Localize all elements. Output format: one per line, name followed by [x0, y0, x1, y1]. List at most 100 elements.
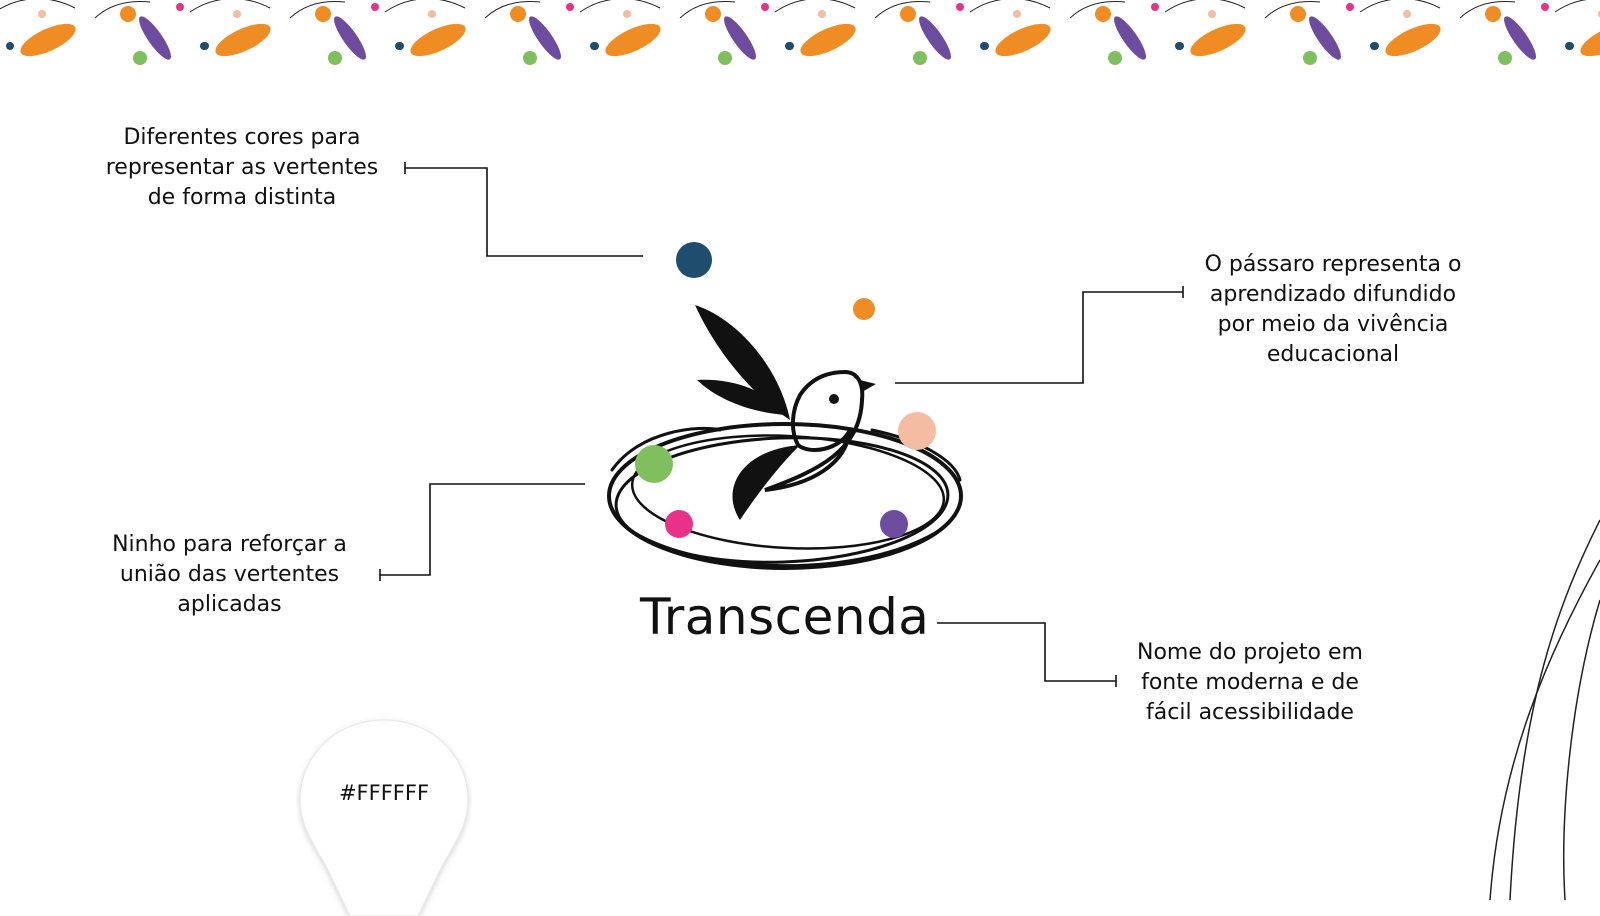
peach-dot — [898, 412, 936, 450]
confetti-dot — [900, 6, 916, 22]
confetti-dot — [428, 10, 436, 18]
confetti-leaf — [1190, 23, 1246, 57]
confetti-dot — [1485, 6, 1501, 22]
confetti-line — [679, 1, 736, 19]
confetti-leaf — [605, 23, 661, 57]
annotation-line: de forma distinta — [147, 185, 337, 210]
swatch-hex-label: #FFFFFF — [338, 781, 430, 805]
confetti-dot — [510, 6, 526, 22]
leader-lines — [379, 162, 1184, 687]
confetti-dot — [761, 3, 769, 11]
annotation-line: fácil acessibilidade — [1146, 700, 1354, 725]
confetti-dot — [1208, 10, 1216, 18]
confetti-line — [1359, 0, 1441, 13]
annotation-line: Ninho para reforçar a — [112, 532, 347, 557]
confetti-line — [969, 0, 1051, 13]
confetti-dot — [818, 10, 826, 18]
leader-line-colors — [405, 167, 643, 257]
green-dot — [635, 445, 673, 483]
confetti-dot — [328, 51, 342, 65]
nest-icon — [607, 422, 963, 570]
confetti-dot — [38, 10, 46, 18]
confetti-dot — [1566, 42, 1574, 50]
confetti-leaf — [215, 23, 271, 57]
confetti-line — [484, 1, 541, 19]
confetti-dot — [1095, 6, 1111, 22]
leader-line-bird — [895, 291, 1183, 384]
brand-wordmark: Transcenda — [640, 588, 930, 646]
confetti-dot — [396, 42, 404, 50]
leader-line-name — [937, 622, 1116, 682]
confetti-dot — [981, 42, 989, 50]
confetti-dot — [786, 42, 794, 50]
confetti-dot — [523, 51, 537, 65]
confetti-dot — [956, 3, 964, 11]
annotation-line: união das vertentes — [119, 562, 340, 587]
confetti-dot — [1403, 10, 1411, 18]
color-swatch-pin — [299, 719, 469, 916]
confetti-line — [0, 0, 76, 10]
confetti-dot — [176, 3, 184, 11]
confetti-line — [384, 0, 466, 13]
confetti-dot — [233, 10, 241, 18]
confetti-dot — [6, 42, 14, 50]
confetti-dot — [718, 51, 732, 65]
purple-dot — [880, 510, 908, 538]
bird-icon — [695, 305, 876, 520]
confetti-line — [874, 1, 931, 19]
confetti-leaf — [334, 16, 366, 60]
confetti-line — [94, 1, 151, 19]
confetti-line — [1554, 0, 1587, 13]
confetti-leaf — [1580, 23, 1600, 57]
confetti-dot — [591, 42, 599, 50]
annotation-line: Nome do projeto em — [1137, 640, 1363, 665]
confetti-line — [289, 1, 346, 19]
annotation-line: aplicadas — [177, 592, 282, 617]
decorative-swoosh-lines — [1489, 519, 1600, 900]
annotation-colors: Diferentes cores para representar as ver… — [92, 123, 392, 213]
confetti-leaf — [529, 16, 561, 60]
confetti-line — [774, 0, 856, 13]
confetti-leaf — [724, 16, 756, 60]
confetti-dot — [705, 6, 721, 22]
confetti-leaf — [919, 16, 951, 60]
confetti-line — [1264, 1, 1321, 19]
confetti-dot — [913, 51, 927, 65]
confetti-dot — [1151, 3, 1159, 11]
annotation-name: Nome do projeto em fonte moderna e de fá… — [1120, 638, 1380, 728]
logo — [607, 242, 963, 570]
confetti-line — [1164, 0, 1246, 13]
orange-dot — [853, 298, 875, 320]
annotation-bird: O pássaro representa o aprendizado difun… — [1188, 250, 1478, 370]
confetti-leaf — [800, 23, 856, 57]
confetti-dot — [566, 3, 574, 11]
confetti-dot — [1108, 51, 1122, 65]
confetti-dot — [1303, 51, 1317, 65]
confetti-dot — [1013, 10, 1021, 18]
annotation-line: aprendizado difundido — [1209, 282, 1457, 307]
confetti-dot — [120, 6, 136, 22]
confetti-dot — [371, 3, 379, 11]
magenta-dot — [665, 510, 693, 538]
leader-line-nest — [380, 483, 585, 576]
annotation-line: por meio da vivência — [1217, 312, 1449, 337]
confetti-leaf — [20, 23, 76, 57]
confetti-line — [579, 0, 661, 13]
confetti-dot — [1371, 42, 1379, 50]
annotation-line: O pássaro representa o — [1204, 252, 1462, 277]
confetti-line — [1459, 1, 1516, 19]
confetti-line — [1069, 1, 1126, 19]
confetti-leaf — [139, 16, 171, 60]
confetti-dot — [1498, 51, 1512, 65]
confetti-leaf — [1309, 16, 1341, 60]
annotation-line: educacional — [1266, 342, 1400, 367]
confetti-leaf — [1114, 16, 1146, 60]
confetti-dot — [133, 51, 147, 65]
confetti-leaf — [995, 23, 1051, 57]
confetti-border — [0, 0, 1600, 65]
annotation-line: representar as vertentes — [105, 155, 379, 180]
confetti-dot — [623, 10, 631, 18]
confetti-leaf — [1385, 23, 1441, 57]
confetti-dot — [1541, 3, 1549, 11]
